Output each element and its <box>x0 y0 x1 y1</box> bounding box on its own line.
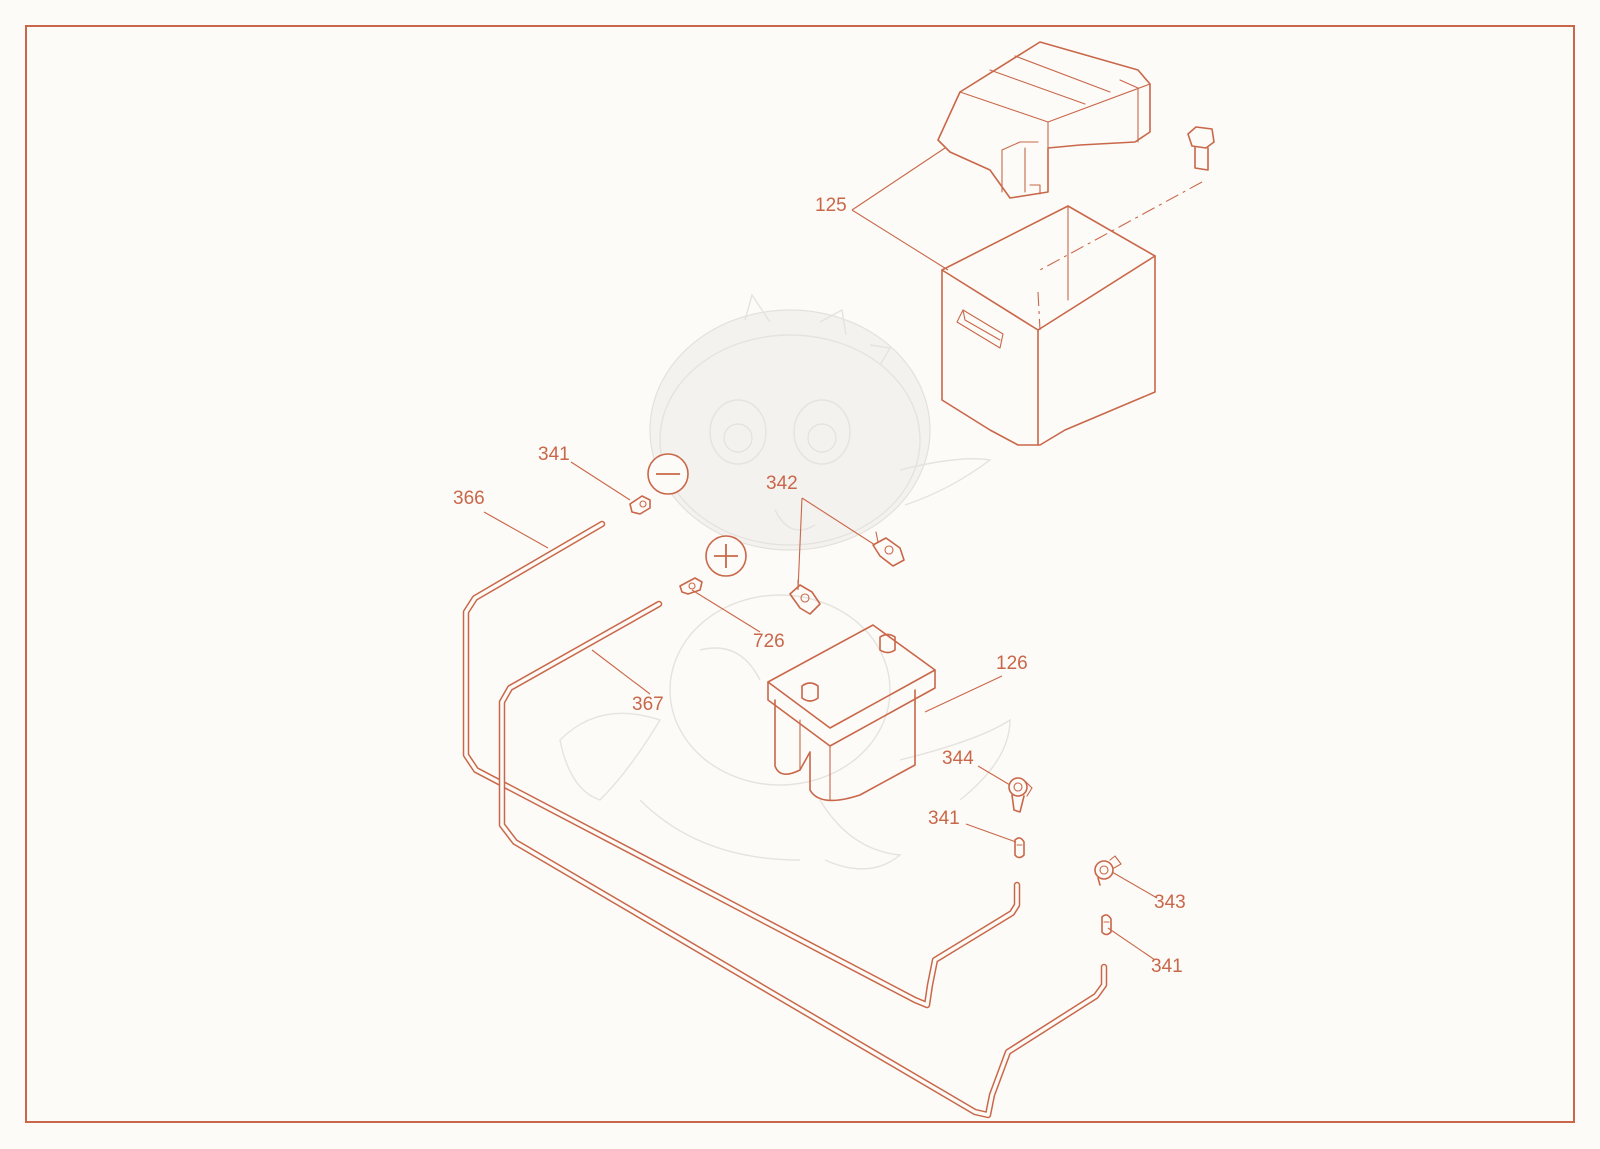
leader-lines <box>483 147 1158 961</box>
battery-box-lid <box>937 41 1151 199</box>
callout-positive-terminal-lug: 726 <box>753 631 785 652</box>
callout-battery-box: 125 <box>815 195 847 216</box>
battery-clamp-rear <box>872 531 905 567</box>
callout-negative-cable: 366 <box>453 488 485 509</box>
mounting-bolt <box>1187 126 1215 171</box>
small-fitting-left <box>1014 837 1025 859</box>
minus-symbol-icon <box>647 453 689 495</box>
callout-positive-cable: 367 <box>632 694 664 715</box>
battery-box <box>941 205 1156 446</box>
battery <box>767 624 936 802</box>
negative-terminal-lug <box>629 495 651 515</box>
bolt-axis-line <box>1039 181 1203 271</box>
positive-terminal-lug <box>679 577 703 595</box>
callout-elbow-right: 343 <box>1154 892 1186 913</box>
elbow-fitting-left <box>1008 777 1033 813</box>
callout-battery-clamps: 342 <box>766 473 798 494</box>
callout-elbow-left: 344 <box>942 748 974 769</box>
negative-cable <box>462 520 1021 1009</box>
plus-symbol-icon <box>705 535 747 577</box>
small-fitting-right <box>1101 914 1112 936</box>
dragon-watermark-icon <box>559 293 1011 870</box>
callout-fitting-left: 341 <box>928 808 960 829</box>
positive-cable <box>498 600 1108 1119</box>
callout-battery: 126 <box>996 653 1028 674</box>
elbow-fitting-right <box>1094 855 1122 886</box>
callout-fitting-right: 341 <box>1151 956 1183 977</box>
callout-negative-terminal-lug: 341 <box>538 444 570 465</box>
diagram-frame <box>25 25 1575 1123</box>
